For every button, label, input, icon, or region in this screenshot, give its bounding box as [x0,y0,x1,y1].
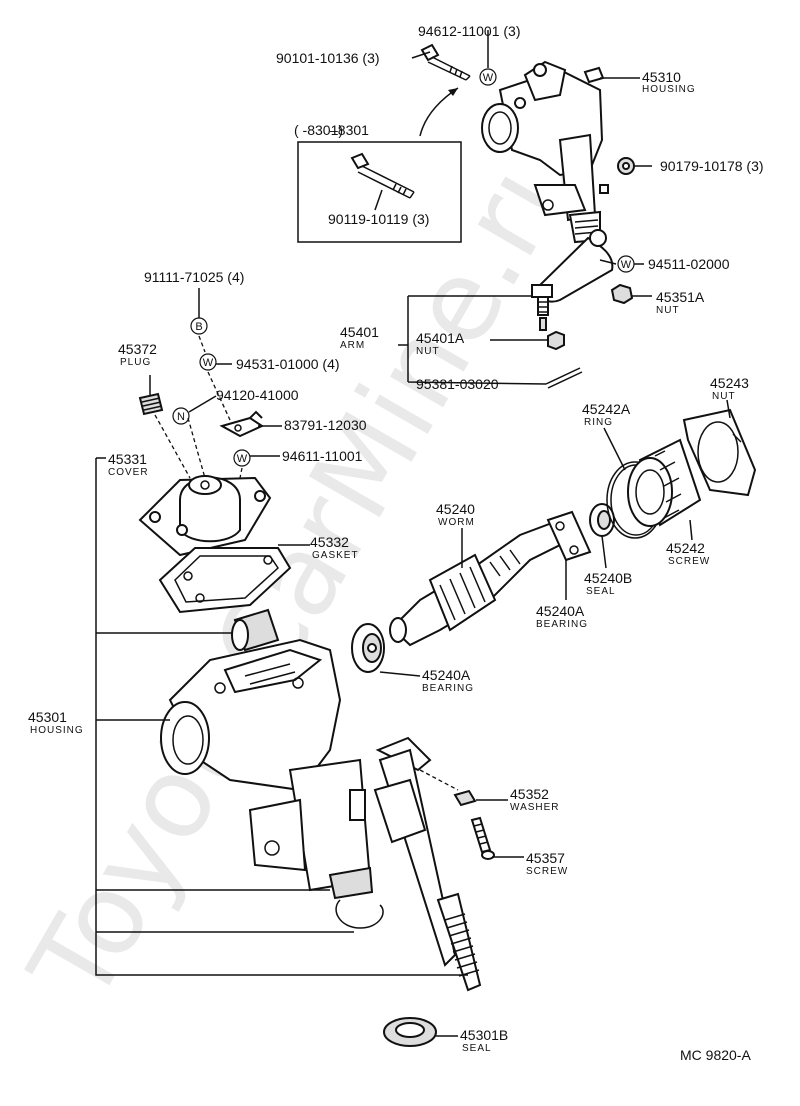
label-83791: 83791-12030 [284,417,367,433]
washer-badge-94612: W [479,68,497,86]
label-45240a-upper-sub: BEARING [536,619,588,630]
inset-arrow [419,87,459,137]
label-90101: 90101-10136 (3) [276,50,380,66]
screw-45242-drawing [627,438,702,527]
svg-text:W: W [621,259,632,271]
label-45351a: 45351A [656,289,705,305]
dash-n-cover [187,417,206,479]
label-94511: 94511-02000 [648,256,730,272]
label-45240a-lower-sub: BEARING [422,683,474,694]
svg-text:B: B [195,321,202,333]
inset-range-value: –8301 [330,122,369,138]
label-95381: 95381-03020 [416,376,499,392]
gasket-45332-drawing [158,547,292,614]
label-45240a-lower: 45240A [422,667,471,683]
dash-shaft-washer [419,769,459,791]
arm-45401-drawing [531,229,614,331]
label-45332: 45332 [310,534,349,550]
inset-range-label: ( -8301) [294,122,343,138]
plug-45372-drawing [138,392,164,416]
label-45331: 45331 [108,451,147,467]
label-45301b: 45301B [460,1027,508,1043]
label-45357-sub: SCREW [526,866,568,877]
label-45242a: 45242A [582,401,631,417]
top-bolt-90101 [420,43,471,81]
label-45310-sub: HOUSING [642,84,696,95]
label-90179: 90179-10178 (3) [660,158,764,174]
label-45352-sub: WASHER [510,802,560,813]
inset-bolt-label: 90119-10119 (3) [328,211,429,227]
label-45301-sub: HOUSING [30,725,84,736]
label-45401: 45401 [340,324,379,340]
sector-shaft-drawing [373,736,482,992]
label-45301: 45301 [28,709,67,725]
label-45243-sub: NUT [712,391,736,402]
inset-bolt-drawing [350,152,415,199]
label-45357: 45357 [526,850,565,866]
label-45310: 45310 [642,69,681,85]
cover-45331-drawing [138,475,272,557]
bearing-45240a-lower-drawing [351,623,385,673]
label-45243: 45243 [710,375,749,391]
label-45242a-sub: RING [584,417,613,428]
label-45240: 45240 [436,501,475,517]
dash-plug-cover [154,414,191,479]
nut-45351a-drawing [610,283,634,305]
dash-b-w [198,335,206,353]
worm-45240-drawing [389,518,572,647]
label-45401-sub: ARM [340,340,365,351]
label-45242-sub: SCREW [668,556,710,567]
label-94612: 94612-11001 (3) [418,23,520,39]
inset-box [297,141,462,243]
housing-45310-drawing [481,60,609,244]
svg-text:W: W [203,357,214,369]
label-94531: 94531-01000 (4) [236,356,340,372]
label-45372: 45372 [118,341,157,357]
inset-leader [374,189,383,211]
label-45352: 45352 [510,786,549,802]
label-45240b: 45240B [584,570,632,586]
label-45242: 45242 [666,540,705,556]
label-45372-sub: PLUG [120,357,151,368]
svg-text:W: W [237,453,248,465]
inset-arrowhead [448,88,458,96]
label-45331-sub: COVER [108,467,149,478]
nut-90179-drawing [617,157,635,175]
bolt-badge-91111: B [190,317,208,335]
label-45401a: 45401A [416,330,465,346]
cotter-pin-95381 [545,367,583,389]
nut-45243-drawing [682,408,757,497]
label-45240b-sub: SEAL [586,586,616,597]
bearing-upper-drawing [231,608,280,652]
bracket-83791-drawing [219,410,265,438]
label-94120: 94120-41000 [216,387,299,403]
bearing-45240a-upper-drawing [546,510,592,562]
washer-badge-94611: W [233,449,251,467]
nut-45401a-drawing [547,330,565,351]
label-45240-sub: WORM [438,517,475,528]
svg-text:N: N [177,411,185,423]
dash-w-bracket [207,371,231,421]
dash-w-cover [239,467,243,479]
washer-badge-94531: W [199,353,217,371]
housing-45301-drawing [160,638,384,929]
label-45351a-sub: NUT [656,305,680,316]
label-91111: 91111-71025 (4) [144,269,244,285]
label-45332-sub: GASKET [312,550,359,561]
label-45240a-upper: 45240A [536,603,585,619]
washer-badge-94511: W [617,255,635,273]
diagram-code: MC 9820-A [680,1047,751,1063]
label-45401a-sub: NUT [416,346,440,357]
screw-45357-drawing [470,816,495,860]
svg-text:W: W [483,72,494,84]
washer-45352-drawing [453,789,477,807]
label-45301b-sub: SEAL [462,1043,492,1054]
nut-badge-94120: N [172,407,190,425]
leader-lines [95,30,731,1037]
seal-45301b-drawing [383,1017,437,1047]
label-94611: 94611-11001 [282,448,363,464]
